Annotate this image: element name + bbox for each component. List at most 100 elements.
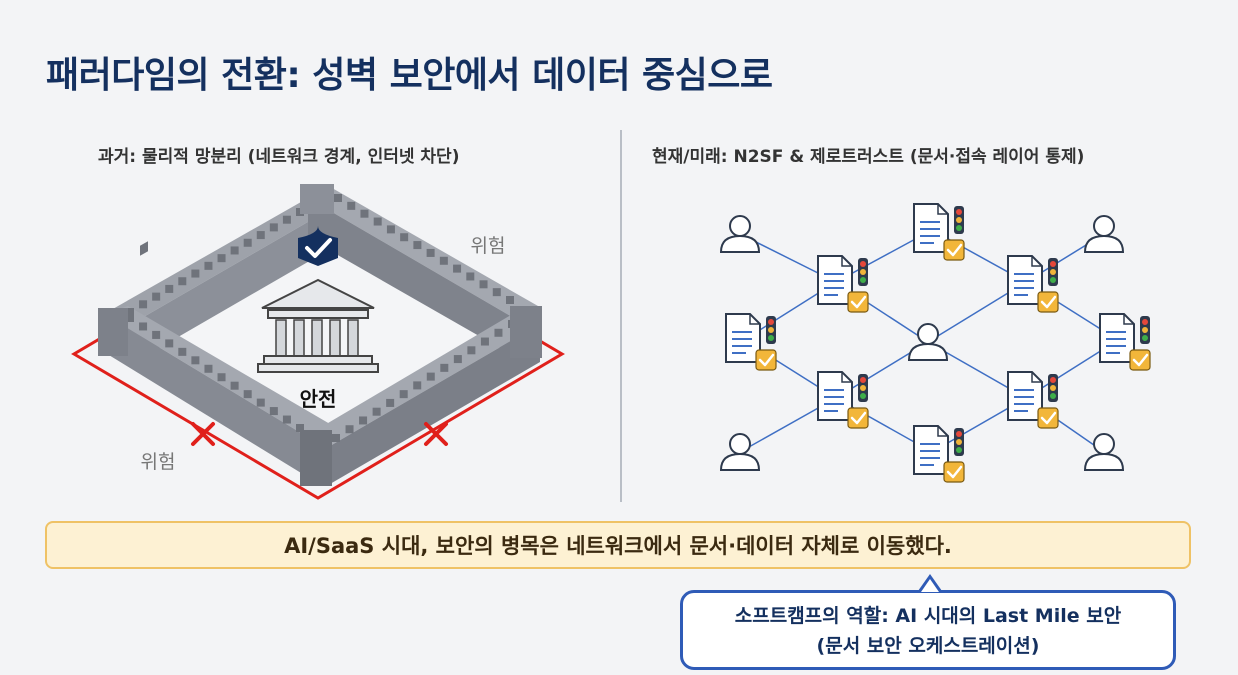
role-callout: 소프트캠프의 역할: AI 시대의 Last Mile 보안 (문서 보안 오케…	[680, 590, 1176, 670]
right-panel-heading: 현재/미래: N2SF & 제로트러스트 (문서·접속 레이어 통제)	[652, 147, 1085, 167]
crenel	[347, 201, 356, 210]
crenel	[204, 261, 213, 270]
crenel	[282, 215, 291, 224]
network-nodes	[719, 203, 1151, 483]
crenel	[386, 398, 395, 407]
crenel	[494, 328, 503, 337]
crenel	[165, 284, 174, 293]
crenel	[466, 272, 475, 281]
x-mark-icon	[424, 422, 448, 446]
crenel	[479, 280, 488, 289]
crenel	[217, 373, 226, 382]
document-node	[1007, 371, 1059, 429]
crenel	[426, 372, 435, 381]
crenel	[282, 415, 291, 424]
crenel	[126, 314, 134, 322]
crenel	[359, 416, 368, 425]
checkbox-icon	[1129, 349, 1151, 371]
crenel	[506, 296, 514, 304]
checkbox-icon	[943, 239, 965, 261]
crenel	[139, 322, 148, 331]
crenel	[332, 434, 340, 442]
document-icon	[1007, 255, 1043, 305]
traffic-light-icon	[858, 374, 868, 402]
page-title: 패러다임의 전환: 성벽 보안에서 데이터 중심으로	[46, 55, 773, 96]
document-node	[817, 371, 869, 429]
document-node	[913, 203, 965, 261]
x-mark-icon	[191, 422, 215, 446]
crenel	[243, 238, 252, 247]
crenel	[480, 337, 489, 346]
crenel	[256, 398, 265, 407]
checkbox-icon	[847, 291, 869, 313]
user-icon	[719, 433, 761, 471]
crenel	[204, 364, 213, 373]
traffic-light-icon	[1048, 258, 1058, 286]
crenel	[191, 269, 200, 278]
user-icon	[1083, 215, 1125, 253]
crenel	[413, 241, 422, 250]
callout-line-1: 소프트캠프의 역할: AI 시대의 Last Mile 보안	[734, 605, 1122, 627]
crenel	[386, 225, 395, 234]
user-icon	[1083, 433, 1125, 471]
crenel	[217, 254, 226, 263]
crenel	[152, 292, 161, 301]
traffic-light-icon	[1140, 316, 1150, 344]
crenel	[399, 390, 408, 399]
crenel	[467, 346, 476, 355]
crenel	[296, 424, 304, 432]
document-icon	[1007, 371, 1043, 421]
document-node	[1099, 313, 1151, 371]
crenel	[230, 246, 239, 255]
crenel	[439, 256, 448, 265]
checkbox-icon	[755, 349, 777, 371]
document-node	[913, 425, 965, 483]
crenel	[453, 264, 462, 273]
crenel	[269, 223, 278, 232]
crenel	[152, 330, 161, 339]
user-icon	[719, 215, 761, 253]
traffic-light-icon	[1048, 374, 1058, 402]
fortress-illustration: 안전 위험 위험	[71, 184, 565, 500]
document-icon	[913, 425, 949, 475]
checkbox-icon	[1037, 407, 1059, 429]
threat-label-bottom: 위험	[141, 451, 176, 473]
checkbox-icon	[1037, 291, 1059, 313]
user-icon	[907, 323, 949, 361]
document-node	[1007, 255, 1059, 313]
document-icon	[817, 255, 853, 305]
crenel	[426, 248, 435, 257]
threat-label-top: 위험	[471, 235, 506, 257]
document-icon	[725, 313, 761, 363]
zero-trust-network-diagram	[719, 203, 1151, 483]
document-node	[817, 255, 869, 313]
crenel	[360, 209, 369, 218]
callout-line-2: (문서 보안 오케스트레이션)	[816, 635, 1040, 657]
traffic-light-icon	[954, 428, 964, 456]
crenel	[372, 407, 381, 416]
crenel	[334, 194, 342, 202]
crenel-blocks	[126, 194, 516, 442]
crenel	[191, 356, 200, 365]
key-message-banner: AI/SaaS 시대, 보안의 병목은 네트워크에서 문서·데이터 자체로 이동…	[45, 521, 1191, 569]
checkbox-icon	[943, 461, 965, 483]
callout-pointer-fill	[921, 579, 939, 592]
crenel	[178, 277, 187, 286]
crenel	[492, 288, 501, 297]
document-icon	[817, 371, 853, 421]
crenel	[178, 347, 187, 356]
corner-towers	[98, 184, 542, 486]
crenel	[256, 231, 265, 240]
checkbox-icon	[847, 407, 869, 429]
panel-divider	[620, 130, 622, 502]
traffic-light-icon	[954, 206, 964, 234]
bank-building-icon	[257, 278, 379, 373]
crenel	[243, 390, 252, 399]
crenel	[373, 217, 382, 226]
crenel	[165, 339, 174, 348]
document-icon	[913, 203, 949, 253]
traffic-light-icon	[858, 258, 868, 286]
document-icon	[1099, 313, 1135, 363]
crenel	[453, 355, 462, 364]
crenel	[400, 233, 409, 242]
